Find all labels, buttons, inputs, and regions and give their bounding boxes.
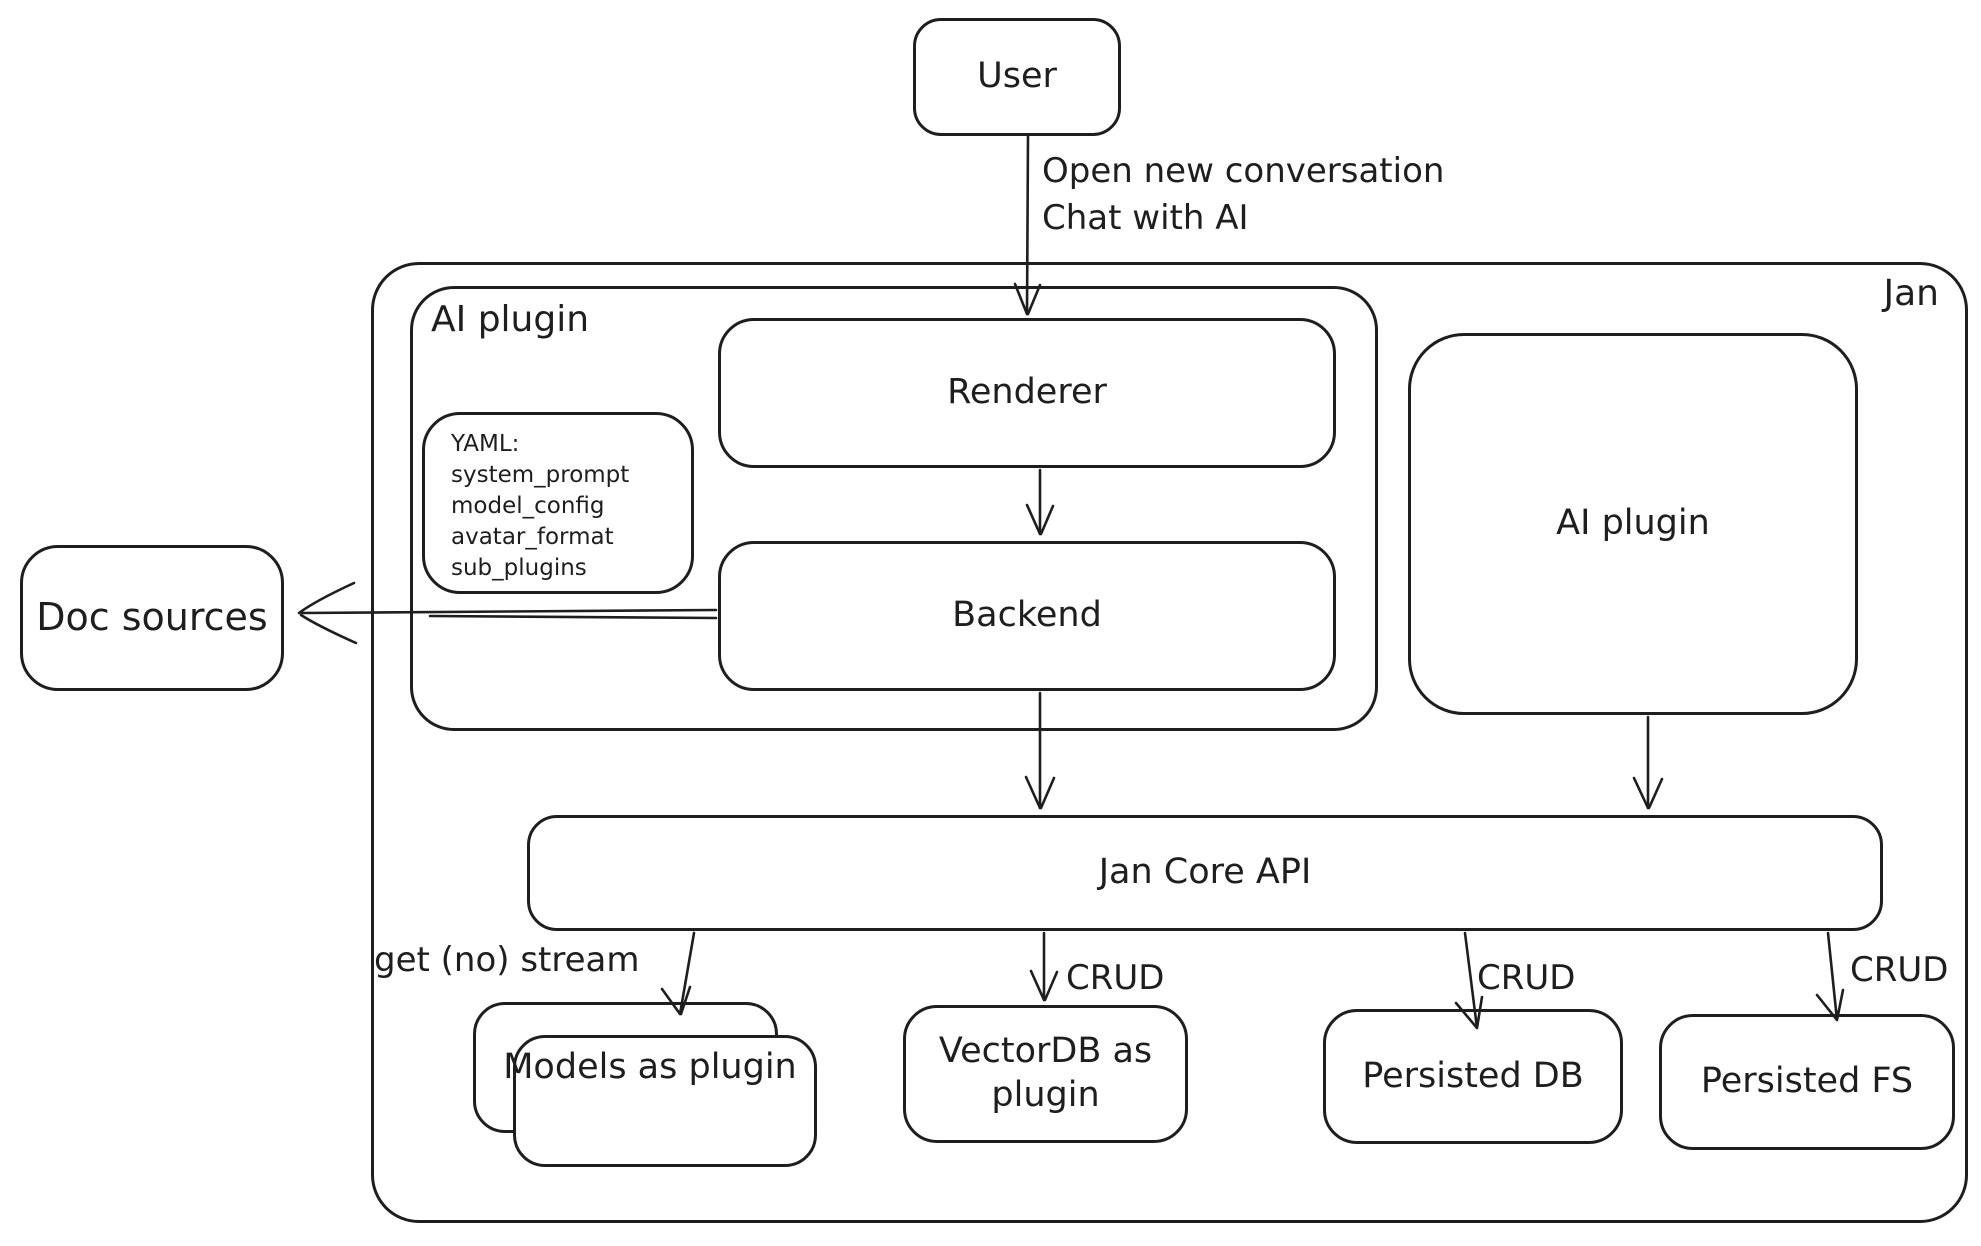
- yaml-note: YAML: system_prompt model_config avatar_…: [422, 412, 694, 594]
- user-node-label: User: [977, 56, 1057, 97]
- backend-node: Backend: [718, 541, 1336, 691]
- persisted-fs-node: Persisted FS: [1659, 1014, 1955, 1150]
- edge-label-crud-vectordb: CRUD: [1066, 958, 1165, 998]
- renderer-node-label: Renderer: [947, 372, 1107, 413]
- persisted-fs-node-label: Persisted FS: [1700, 1061, 1914, 1102]
- backend-node-label: Backend: [952, 595, 1102, 636]
- yaml-note-line: avatar_format: [451, 524, 614, 550]
- jan-core-api-node: Jan Core API: [527, 815, 1883, 931]
- edge-label-crud-persisted-fs: CRUD: [1850, 950, 1949, 990]
- ai-plugin-right-node-label: AI plugin: [1556, 503, 1710, 544]
- yaml-note-line: system_prompt: [451, 462, 630, 488]
- yaml-note-line: model_config: [451, 493, 605, 519]
- models-as-plugin-node-label: Models as plugin: [503, 1047, 797, 1087]
- edge-label-get-no-stream: get (no) stream: [374, 940, 640, 980]
- doc-sources-node: Doc sources: [20, 545, 284, 691]
- vectordb-as-plugin-node-label: VectorDB as plugin: [938, 1031, 1153, 1115]
- yaml-note-line: YAML:: [451, 431, 520, 457]
- jan-container-label: Jan: [1883, 273, 1940, 314]
- vectordb-as-plugin-node: VectorDB as plugin: [903, 1005, 1188, 1143]
- yaml-note-line: sub_plugins: [451, 555, 587, 581]
- ai-plugin-right-node: AI plugin: [1408, 333, 1858, 715]
- models-as-plugin-node-front: [513, 1035, 817, 1167]
- user-node: User: [913, 18, 1121, 136]
- renderer-node: Renderer: [718, 318, 1336, 468]
- edge-label-open-conversation: Open new conversation Chat with AI: [1042, 151, 1445, 238]
- persisted-db-node: Persisted DB: [1323, 1009, 1623, 1144]
- ai-plugin-container-label: AI plugin: [431, 299, 590, 340]
- edge-label-crud-persisted-db: CRUD: [1477, 958, 1576, 998]
- jan-container: Jan: [371, 262, 1968, 1223]
- ai-plugin-container: AI plugin: [410, 286, 1378, 731]
- persisted-db-node-label: Persisted DB: [1362, 1055, 1584, 1096]
- jan-core-api-node-label: Jan Core API: [1098, 852, 1312, 893]
- doc-sources-node-label: Doc sources: [36, 595, 268, 640]
